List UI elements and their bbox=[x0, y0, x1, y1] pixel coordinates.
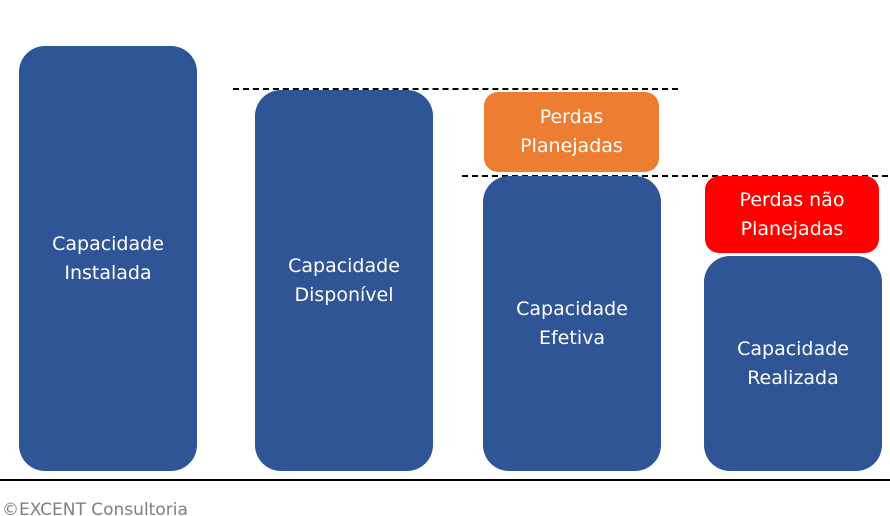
available-capacity-reference-line bbox=[233, 88, 678, 90]
baseline bbox=[0, 479, 890, 481]
copyright-text: ©EXCENT Consultoria bbox=[2, 500, 188, 516]
installed-capacity-label: Capacidade Instalada bbox=[52, 232, 164, 284]
effective-capacity-block: Capacidade Efetiva bbox=[483, 176, 661, 471]
effective-capacity-label: Capacidade Efetiva bbox=[516, 297, 628, 349]
available-capacity-label: Capacidade Disponível bbox=[288, 254, 400, 306]
planned-losses-block: Perdas Planejadas bbox=[484, 92, 659, 172]
realized-capacity-block: Capacidade Realizada bbox=[704, 256, 882, 471]
installed-capacity-block: Capacidade Instalada bbox=[19, 46, 197, 471]
realized-capacity-label: Capacidade Realizada bbox=[737, 337, 849, 389]
effective-capacity-reference-line bbox=[462, 175, 888, 177]
unplanned-losses-label: Perdas não Planejadas bbox=[739, 188, 845, 240]
unplanned-losses-block: Perdas não Planejadas bbox=[705, 176, 879, 253]
planned-losses-label: Perdas Planejadas bbox=[520, 106, 623, 157]
available-capacity-block: Capacidade Disponível bbox=[255, 90, 433, 471]
